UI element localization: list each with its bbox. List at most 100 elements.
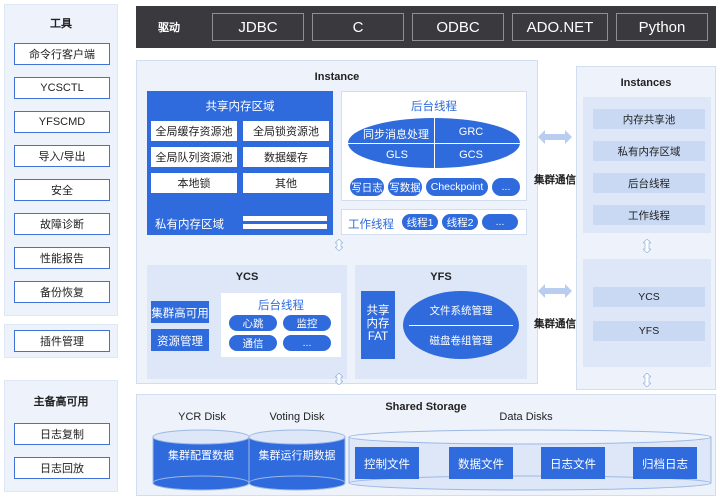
driver-bar: 驱动 JDBC C ODBC ADO.NET Python — [136, 6, 716, 48]
voting-disk-label: Voting Disk — [269, 411, 325, 423]
ellipse-divider-h — [348, 143, 520, 144]
inst-private-memory: 私有内存区域 — [593, 141, 705, 161]
global-lock-pool: 全局锁资源池 — [243, 121, 329, 141]
yfs-fat-label: 共享内存FAT — [366, 305, 390, 343]
instance-title: Instance — [314, 71, 360, 83]
pill-ycs-more: ... — [283, 335, 331, 351]
cluster-comm-label-1: 集群通信 — [534, 174, 576, 186]
data-disk-data-file: 数据文件 — [449, 447, 513, 479]
instances-box: Instances 内存共享池 私有内存区域 后台线程 工作线程 YCS YFS — [576, 66, 716, 390]
data-cache: 数据缓存 — [243, 147, 329, 167]
yfs-fs-manage: 文件系统管理 — [429, 305, 493, 317]
local-lock: 本地锁 — [151, 173, 237, 193]
sync-msg-label: 同步消息处理 — [363, 129, 429, 141]
ycs-bg-box: 后台线程 心跳 监控 通信 ... — [221, 293, 341, 357]
control-file-label: 控制文件 — [364, 459, 410, 471]
yfs-title: YFS — [430, 271, 452, 283]
driver-odbc[interactable]: ODBC — [412, 13, 504, 41]
ycs-bg-title: 后台线程 — [258, 300, 304, 312]
instances-title: Instances — [620, 77, 672, 89]
data-disk-archive-log: 归档日志 — [633, 447, 697, 479]
cluster-arrow-bottom — [538, 284, 572, 298]
ycs-title: YCS — [235, 271, 259, 283]
driver-label: 驱动 — [158, 22, 180, 34]
background-threads-box: 后台线程 同步消息处理 GRC GLS GCS 写日志 写数据 Checkpoi… — [341, 91, 527, 201]
driver-c[interactable]: C — [312, 13, 404, 41]
global-cache-pool: 全局缓存资源池 — [151, 121, 237, 141]
private-memory-area: 私有内存区域 — [147, 211, 333, 235]
global-queue-pool: 全局队列资源池 — [151, 147, 237, 167]
shared-memory-title: 共享内存区域 — [205, 101, 275, 113]
connector-arrow-bottom — [334, 372, 344, 386]
cluster-comm-label-2: 集群通信 — [534, 318, 576, 330]
cluster-arrow-top — [538, 130, 572, 144]
ycr-disk-label: YCR Disk — [178, 411, 226, 423]
ycr-disk-cylinder: 集群配置数据 — [151, 429, 251, 491]
ha-log-replication[interactable]: 日志复制 — [14, 423, 110, 445]
driver-python[interactable]: Python — [616, 13, 708, 41]
instance-box: Instance 共享内存区域 全局缓存资源池 全局锁资源池 全局队列资源池 数… — [136, 60, 538, 386]
pill-comm: 通信 — [229, 335, 277, 351]
instances-connector-bottom — [642, 372, 652, 388]
pill-monitor: 监控 — [283, 315, 331, 331]
pill-write-log: 写日志 — [350, 178, 384, 196]
tool-yfscmd[interactable]: YFSCMD — [14, 111, 110, 133]
pill-write-data: 写数据 — [388, 178, 422, 196]
yfs-vol-manage: 磁盘卷组管理 — [429, 335, 493, 347]
private-memory-title: 私有内存区域 — [155, 219, 224, 231]
worker-threads-box: 工作线程 线程1 线程2 ... — [341, 209, 527, 235]
yfs-box: YFS 共享内存FAT 文件系统管理 磁盘卷组管理 — [355, 265, 527, 379]
tool-perf-report[interactable]: 性能报告 — [14, 247, 110, 269]
tools-title: 工具 — [50, 18, 72, 30]
ycr-disk-text: 集群配置数据 — [168, 450, 234, 462]
gls-label: GLS — [385, 149, 408, 161]
ycs-resource-label: 资源管理 — [157, 336, 203, 348]
shared-memory-area: 共享内存区域 全局缓存资源池 全局锁资源池 全局队列资源池 数据缓存 本地锁 其… — [147, 91, 333, 231]
yfs-divider — [409, 325, 513, 326]
pill-thread-more: ... — [482, 214, 518, 230]
other-cell: 其他 — [243, 173, 329, 193]
voting-disk-cylinder: 集群运行期数据 — [247, 429, 347, 491]
ycs-ha-box: 集群高可用 — [151, 301, 209, 323]
yfs-fat-box: 共享内存FAT — [361, 291, 395, 359]
ycs-resource-box: 资源管理 — [151, 329, 209, 351]
ycs-ha-label: 集群高可用 — [151, 308, 209, 320]
tool-security[interactable]: 安全 — [14, 179, 110, 201]
gcs-label: GCS — [459, 149, 483, 161]
worker-title: 工作线程 — [348, 219, 394, 231]
plugin-panel: 插件管理 — [4, 324, 118, 358]
pill-thread-2: 线程2 — [442, 214, 478, 230]
shared-storage-box: Shared Storage YCR Disk 集群配置数据 Voting Di… — [136, 394, 716, 496]
pill-checkpoint: Checkpoint — [426, 178, 488, 196]
pill-heartbeat: 心跳 — [229, 315, 277, 331]
inst-shared-pool: 内存共享池 — [593, 109, 705, 129]
tool-cli-client[interactable]: 命令行客户端 — [14, 43, 110, 65]
pill-more: ... — [492, 178, 520, 196]
tool-diagnosis[interactable]: 故障诊断 — [14, 213, 110, 235]
ycs-box: YCS 集群高可用 资源管理 后台线程 心跳 监控 通信 ... — [147, 265, 347, 379]
data-file-label: 数据文件 — [458, 459, 504, 471]
ha-log-replay[interactable]: 日志回放 — [14, 457, 110, 479]
driver-jdbc[interactable]: JDBC — [212, 13, 304, 41]
driver-adonet[interactable]: ADO.NET — [512, 13, 608, 41]
background-title: 后台线程 — [411, 101, 457, 113]
inst-worker: 工作线程 — [593, 205, 705, 225]
data-disk-log-file: 日志文件 — [541, 447, 605, 479]
tool-import-export[interactable]: 导入/导出 — [14, 145, 110, 167]
connector-arrow — [334, 238, 344, 252]
inst-background: 后台线程 — [593, 173, 705, 193]
instances-top-panel: 内存共享池 私有内存区域 后台线程 工作线程 — [583, 97, 711, 233]
plugin-manage-button[interactable]: 插件管理 — [14, 330, 110, 352]
inst-ycs: YCS — [593, 287, 705, 307]
storage-title: Shared Storage — [385, 401, 467, 413]
tools-panel: 工具 命令行客户端 YCSCTL YFSCMD 导入/导出 安全 故障诊断 性能… — [4, 4, 118, 316]
tool-ycsctl[interactable]: YCSCTL — [14, 77, 110, 99]
voting-disk-text: 集群运行期数据 — [258, 450, 336, 462]
instances-bottom-panel: YCS YFS — [583, 259, 711, 367]
private-bar-2 — [243, 224, 327, 229]
data-disks-label: Data Disks — [499, 411, 553, 423]
tool-backup-restore[interactable]: 备份恢复 — [14, 281, 110, 303]
private-bar-1 — [243, 216, 327, 221]
archive-log-label: 归档日志 — [642, 459, 688, 471]
inst-yfs: YFS — [593, 321, 705, 341]
